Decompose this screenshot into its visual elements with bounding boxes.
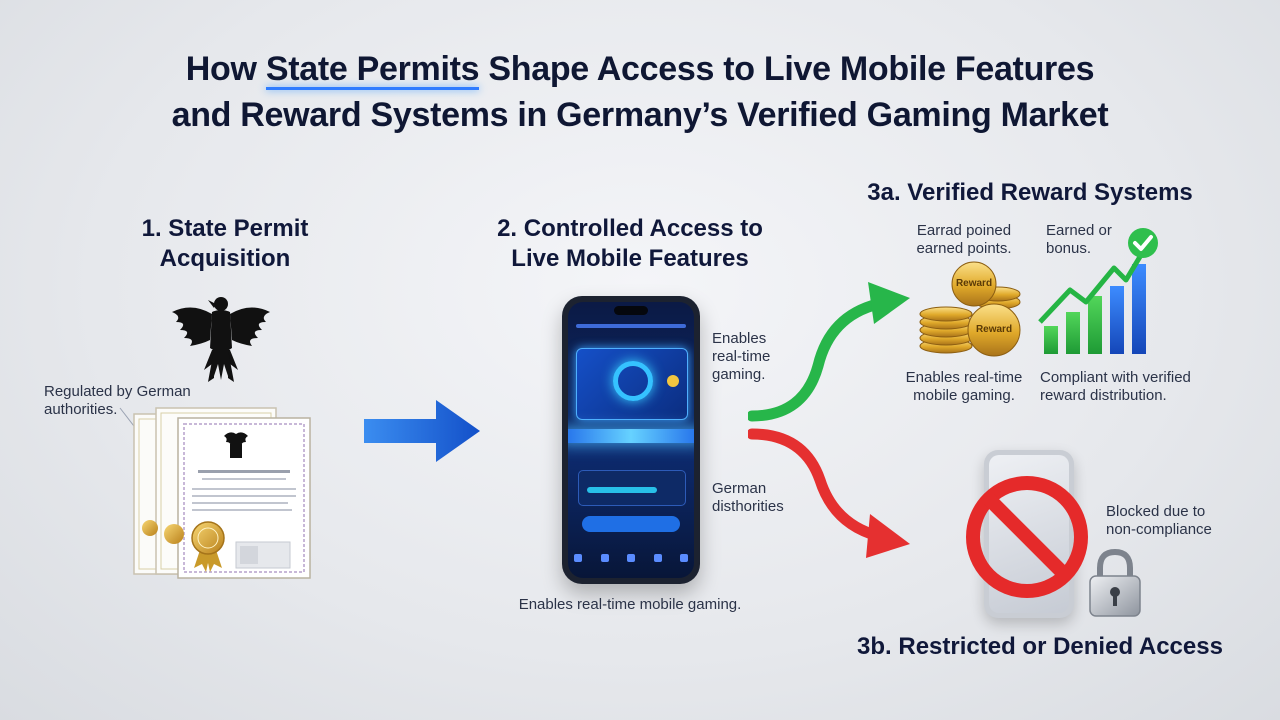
deny-arrow-icon bbox=[748, 428, 910, 558]
coin-label-2: Reward bbox=[975, 324, 1013, 335]
step3a-bottom-right: Compliant with verified reward distribut… bbox=[1040, 369, 1191, 404]
tab-dot bbox=[653, 554, 662, 562]
coin-dot bbox=[667, 375, 679, 387]
step2-side-note-top: Enables real-time gaming. bbox=[712, 330, 771, 383]
phone-info-card bbox=[578, 470, 686, 506]
step1-title: 1. State Permit Acquisition bbox=[141, 215, 309, 272]
step3a-bottom-left: Enables real-time mobile gaming. bbox=[905, 369, 1023, 404]
coin-label-1: Reward bbox=[955, 278, 993, 289]
tab-dot bbox=[574, 554, 582, 562]
phone-notch bbox=[614, 306, 648, 315]
step1-note: Regulated by German authorities. bbox=[44, 383, 191, 418]
page-title: How State Permits Shape Access to Live M… bbox=[0, 46, 1280, 138]
smartphone-icon bbox=[562, 296, 700, 584]
step3b-note: Blocked due to non-compliance bbox=[1106, 503, 1212, 538]
step3a-title: 3a. Verified Reward Systems bbox=[867, 179, 1193, 206]
step2-title: 2. Controlled Access to Live Mobile Feat… bbox=[497, 215, 763, 272]
tab-dot bbox=[680, 554, 688, 562]
padlock-icon bbox=[1089, 548, 1141, 617]
phone-play-button bbox=[582, 516, 680, 532]
phone-screen bbox=[568, 302, 694, 578]
title-line-1: How State Permits Shape Access to Live M… bbox=[185, 50, 1095, 88]
eagle-icon bbox=[172, 297, 270, 382]
phone-live-card bbox=[576, 348, 688, 420]
step2-caption: Enables real-time mobile gaming. bbox=[518, 596, 742, 613]
tab-dot bbox=[627, 554, 635, 562]
step2-side-note-bottom: German disthorities bbox=[712, 480, 784, 515]
phone-tab-bar bbox=[574, 554, 688, 562]
checkmark-icon bbox=[1128, 228, 1158, 258]
bar-chart-icon bbox=[1038, 248, 1147, 354]
right-arrow-icon bbox=[364, 400, 480, 462]
tab-dot bbox=[600, 554, 609, 562]
coins-note: Earrad poined earned points. bbox=[916, 222, 1012, 257]
chart-note: Earned or bonus. bbox=[1046, 222, 1112, 257]
phone-progress-bar bbox=[568, 429, 694, 443]
title-line-2: and Reward Systems in Germany’s Verified… bbox=[171, 96, 1109, 134]
title-highlight: State Permits bbox=[265, 50, 480, 88]
step3b-title: 3b. Restricted or Denied Access bbox=[857, 633, 1223, 660]
approve-arrow-icon bbox=[748, 282, 910, 422]
permit-document-icon bbox=[133, 407, 311, 579]
phone-header-bar bbox=[576, 324, 686, 328]
prohibited-icon bbox=[966, 476, 1088, 598]
info-bar bbox=[587, 487, 657, 493]
gold-coins-icon bbox=[919, 261, 1021, 357]
live-feature-ring bbox=[613, 361, 653, 401]
